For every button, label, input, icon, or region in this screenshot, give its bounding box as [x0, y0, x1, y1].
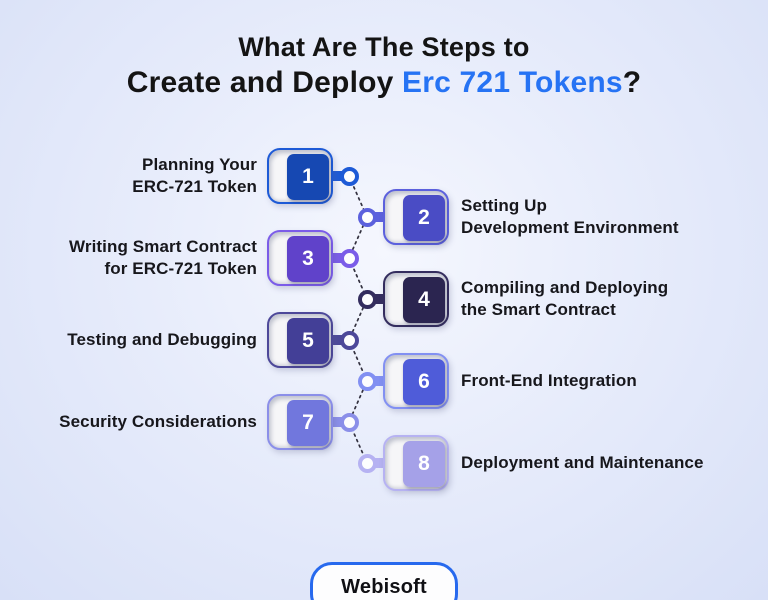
connector-node-circle [357, 289, 377, 309]
step-number: 4 [403, 277, 445, 323]
step-number: 8 [403, 441, 445, 487]
title-line2-prefix: Create and Deploy [126, 66, 403, 99]
step-box: 1 [267, 148, 333, 204]
connector-node-circle [357, 453, 377, 473]
page-title-line2: Create and Deploy Erc 721 Tokens? [0, 64, 768, 102]
step-box: 3 [267, 230, 333, 286]
step-label: Testing and Debugging [67, 330, 257, 349]
connector-stub [367, 458, 386, 468]
step-number: 5 [287, 318, 329, 364]
connector-node-circle [339, 330, 359, 350]
step-box: 7 [267, 394, 333, 450]
step-label: Setting Up Development Environment [461, 196, 679, 237]
step-label: Security Considerations [59, 412, 257, 431]
step-box: 5 [267, 312, 333, 368]
step-label: Deployment and Maintenance [461, 453, 704, 472]
step-label: Planning Your ERC-721 Token [132, 155, 257, 196]
brand-name: Webisoft [341, 576, 427, 598]
connector-node-circle [339, 248, 359, 268]
connector-stub [367, 212, 386, 222]
brand-badge: Webisoft [310, 562, 458, 600]
connector-node-circle [339, 412, 359, 432]
connector-node-circle [357, 207, 377, 227]
title-line2-suffix: ? [622, 66, 642, 99]
step-number: 6 [403, 359, 445, 405]
step-label: Writing Smart Contract for ERC-721 Token [69, 237, 257, 278]
page-title: What Are The Steps to Create and Deploy … [0, 30, 768, 102]
step-box: 8 [383, 435, 449, 491]
connector-stub [367, 376, 386, 386]
step-number: 2 [403, 195, 445, 241]
step-box: 4 [383, 271, 449, 327]
title-line2-highlight: Erc 721 Tokens [402, 66, 623, 99]
step-box: 6 [383, 353, 449, 409]
connector-node-circle [339, 166, 359, 186]
step-label: Front-End Integration [461, 371, 637, 390]
step-number: 1 [287, 154, 329, 200]
step-label: Compiling and Deploying the Smart Contra… [461, 278, 669, 319]
step-box: 2 [383, 189, 449, 245]
step-number: 7 [287, 400, 329, 446]
page-title-line1: What Are The Steps to [238, 32, 530, 62]
connector-node-circle [357, 371, 377, 391]
step-number: 3 [287, 236, 329, 282]
connector-stub [367, 294, 386, 304]
